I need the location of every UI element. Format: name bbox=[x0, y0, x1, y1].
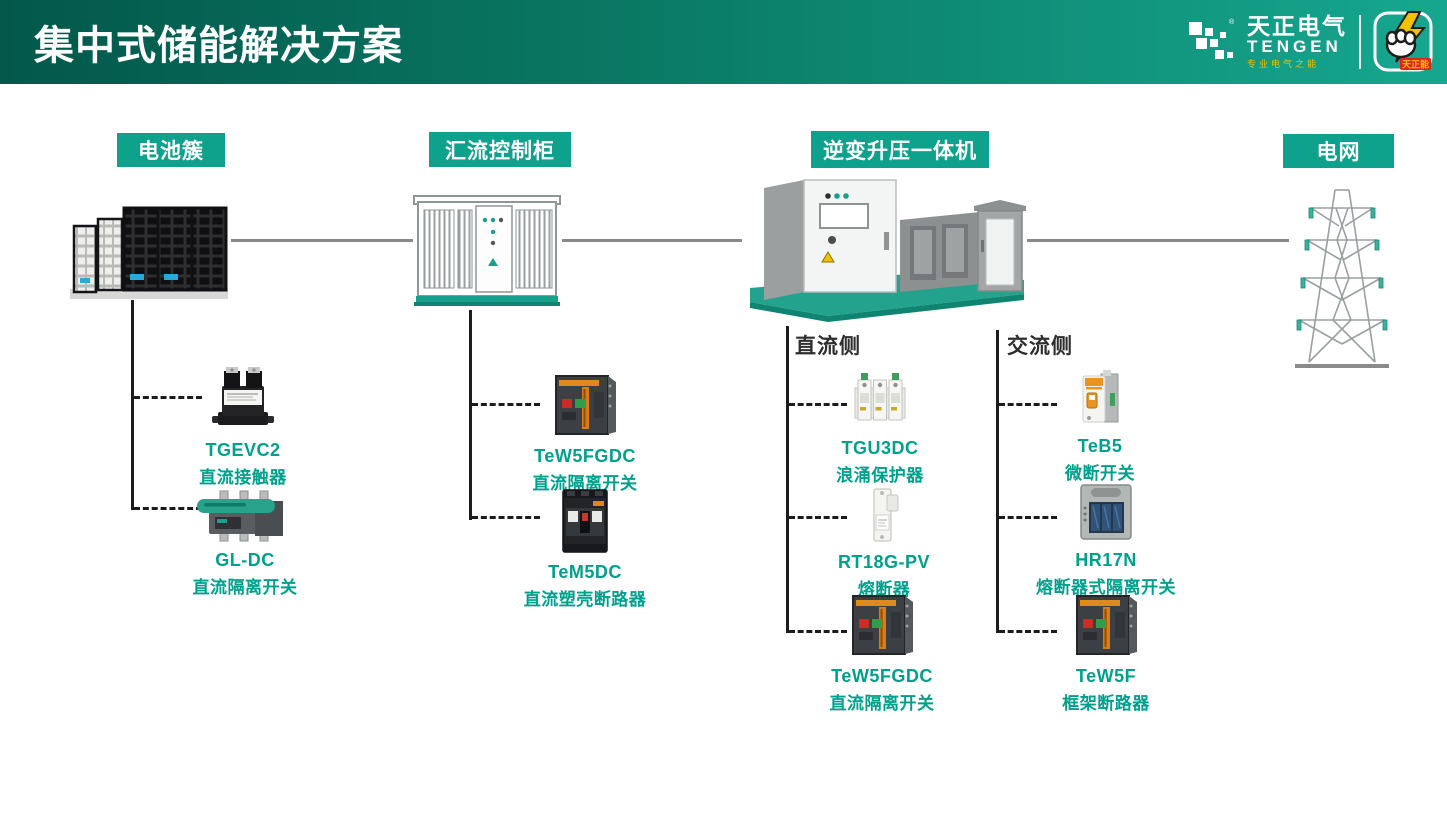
branch-dash-tem5dc bbox=[472, 516, 540, 519]
brand-slogan: 专业电气之能 bbox=[1247, 59, 1320, 70]
svg-text:®: ® bbox=[1229, 18, 1235, 26]
drop-line-dc-side bbox=[786, 326, 789, 633]
station-label-inverter: 逆变升压一体机 bbox=[811, 131, 989, 168]
product-model: TGEVC2 bbox=[205, 440, 281, 460]
fuse-switch-disconnector-icon bbox=[1077, 482, 1135, 542]
connector-inverter-grid bbox=[1027, 239, 1289, 242]
product-tew5fgdc-1: TeW5FGDC 直流隔离开关 bbox=[500, 372, 670, 494]
branch-dash-tew5fgdc-1 bbox=[472, 403, 540, 406]
product-tew5fgdc-2: TeW5FGDC 直流隔离开关 bbox=[797, 592, 967, 714]
dc-isolator-switch-icon bbox=[195, 490, 295, 542]
dc-contactor-icon bbox=[208, 366, 278, 432]
product-tem5dc: TeM5DC 直流塑壳断路器 bbox=[500, 488, 670, 610]
ac-side-label: 交流侧 bbox=[1007, 335, 1073, 358]
header-bar: 集中式储能解决方案 ® 天正电气 bbox=[0, 0, 1447, 84]
product-name: 微断开关 bbox=[1065, 464, 1135, 483]
product-model: TeW5FGDC bbox=[534, 446, 636, 466]
station-label-battery: 电池簇 bbox=[117, 133, 225, 167]
product-name: 直流塑壳断路器 bbox=[523, 590, 647, 609]
brand-name-en: TENGEN bbox=[1247, 37, 1342, 57]
product-teb5: TeB5 微断开关 bbox=[1015, 368, 1185, 484]
product-name: 浪涌保护器 bbox=[836, 466, 924, 485]
grid-tower-illustration bbox=[1289, 182, 1395, 374]
product-tgu3dc: TGU3DC 浪涌保护器 bbox=[795, 370, 965, 486]
brand-name-cn: 天正电气 bbox=[1247, 13, 1347, 40]
branch-dash-tgu3dc bbox=[789, 403, 847, 406]
surge-protector-icon bbox=[853, 370, 907, 430]
brand-divider bbox=[1359, 15, 1361, 69]
product-tew5f: TeW5F 框架断路器 bbox=[1021, 592, 1191, 714]
station-label-combiner: 汇流控制柜 bbox=[429, 132, 571, 167]
product-model: RT18G-PV bbox=[837, 552, 931, 572]
product-model: GL-DC bbox=[215, 550, 275, 570]
product-name: 直流接触器 bbox=[199, 468, 287, 487]
frame-breaker-icon bbox=[847, 592, 917, 658]
dc-side-label: 直流侧 bbox=[795, 335, 861, 358]
product-name: 直流隔离开关 bbox=[532, 474, 638, 493]
brand-text: 天正电气 TENGEN 专业电气之能 bbox=[1247, 14, 1347, 69]
connector-battery-combiner bbox=[231, 239, 413, 242]
connector-combiner-inverter bbox=[562, 239, 742, 242]
fuse-holder-icon bbox=[867, 486, 901, 544]
molded-case-breaker-icon bbox=[553, 488, 617, 554]
inverter-station-illustration bbox=[742, 170, 1027, 322]
branch-dash-tgevc2 bbox=[134, 396, 202, 399]
frame-breaker-icon bbox=[1071, 592, 1141, 658]
branch-dash-hr17n bbox=[999, 516, 1057, 519]
drop-line-ac-side bbox=[996, 330, 999, 633]
product-name: 直流隔离开关 bbox=[192, 578, 298, 597]
product-name: 熔断器 bbox=[857, 580, 911, 599]
brand-block: ® 天正电气 TENGEN 专业电气之能 bbox=[1187, 5, 1435, 79]
branch-dash-rt18gpv bbox=[789, 516, 847, 519]
product-name: 直流隔离开关 bbox=[829, 694, 935, 713]
product-model: TeM5DC bbox=[548, 562, 622, 582]
product-model: HR17N bbox=[1075, 550, 1137, 570]
product-rt18gpv: RT18G-PV 熔断器 bbox=[799, 486, 969, 600]
page-title: 集中式储能解决方案 bbox=[34, 24, 403, 68]
branch-dash-tew5f bbox=[999, 630, 1057, 633]
tengen-energy-badge-icon: 天正能 bbox=[1373, 9, 1435, 75]
product-name: 框架断路器 bbox=[1062, 694, 1150, 713]
combiner-cabinet-illustration bbox=[412, 190, 562, 310]
miniature-breaker-icon bbox=[1073, 368, 1127, 428]
branch-dash-gldc bbox=[134, 507, 202, 510]
badge-label: 天正能 bbox=[1402, 59, 1429, 70]
branch-dash-tew5fgdc-2 bbox=[789, 630, 847, 633]
product-model: TeB5 bbox=[1077, 436, 1123, 456]
product-name: 熔断器式隔离开关 bbox=[1036, 578, 1176, 597]
product-model: TGU3DC bbox=[841, 438, 919, 458]
product-model: TeW5FGDC bbox=[831, 666, 933, 686]
product-model: TeW5F bbox=[1075, 666, 1137, 686]
product-tgevc2: TGEVC2 直流接触器 bbox=[158, 366, 328, 488]
drop-line-combiner bbox=[469, 310, 472, 520]
station-label-grid: 电网 bbox=[1283, 134, 1394, 168]
drop-line-battery bbox=[131, 300, 134, 510]
product-gldc: GL-DC 直流隔离开关 bbox=[160, 490, 330, 598]
battery-cluster-illustration bbox=[68, 186, 233, 304]
product-hr17n: HR17N 熔断器式隔离开关 bbox=[1021, 482, 1191, 598]
branch-dash-teb5 bbox=[999, 403, 1057, 406]
tengen-logo-icon: ® bbox=[1187, 16, 1235, 68]
frame-breaker-icon bbox=[550, 372, 620, 438]
